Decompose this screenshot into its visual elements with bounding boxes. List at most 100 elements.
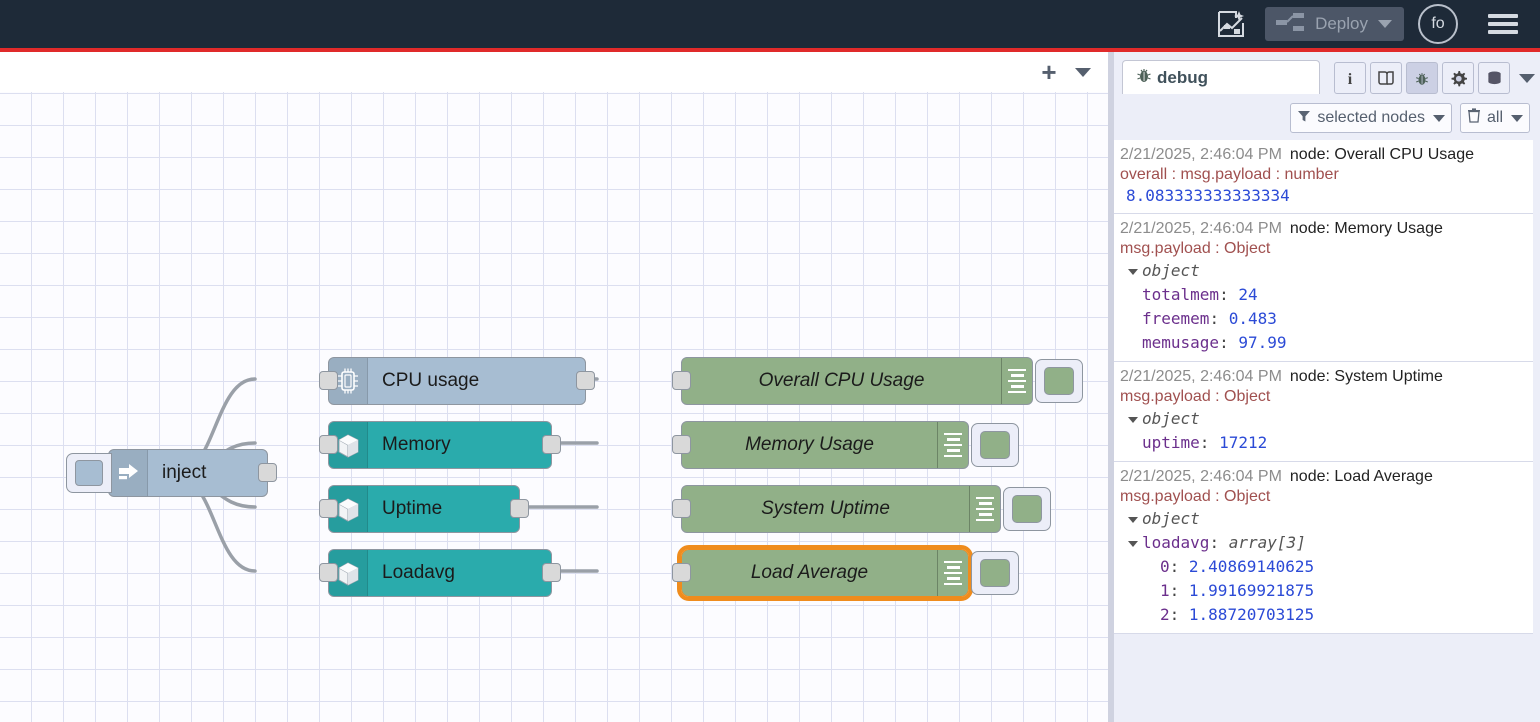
debug-toggle-button[interactable] xyxy=(1003,487,1051,531)
chevron-down-icon xyxy=(1075,68,1091,77)
hamburger-menu-icon[interactable] xyxy=(1480,0,1526,48)
node-memory[interactable]: Memory xyxy=(328,421,550,467)
debug-property-row: totalmem: 24 xyxy=(1120,283,1527,307)
property-value: 97.99 xyxy=(1238,333,1286,352)
ai-flow-sparkle-icon[interactable] xyxy=(1203,0,1259,48)
expander-icon[interactable] xyxy=(1128,269,1138,275)
sidebar-more-button[interactable] xyxy=(1514,63,1540,93)
wire-layer xyxy=(0,92,1112,722)
avatar[interactable]: fo xyxy=(1418,4,1458,44)
debug-message-header: 2/21/2025, 2:46:04 PMnode: Overall CPU U… xyxy=(1120,144,1527,165)
tab-debug[interactable]: debug xyxy=(1122,60,1320,94)
expander-icon[interactable] xyxy=(1128,517,1138,523)
node-input-port[interactable] xyxy=(319,499,338,518)
node-overall-cpu-usage[interactable]: Overall CPU Usage xyxy=(681,357,1031,403)
node-input-port[interactable] xyxy=(672,563,691,582)
node-output-port[interactable] xyxy=(510,499,529,518)
inject-trigger-button[interactable] xyxy=(66,453,112,493)
debug-message[interactable]: 2/21/2025, 2:46:04 PMnode: Memory Usagem… xyxy=(1114,214,1533,362)
node-body[interactable]: inject xyxy=(108,449,268,497)
node-input-port[interactable] xyxy=(672,435,691,454)
clear-messages-button[interactable]: all xyxy=(1460,103,1530,133)
node-body[interactable]: Memory Usage xyxy=(681,421,969,469)
debug-toggle-button[interactable] xyxy=(1035,359,1083,403)
debug-property-row: 2: 1.88720703125 xyxy=(1120,603,1527,627)
debug-scroll-gutter[interactable] xyxy=(1533,140,1540,722)
debug-message-header: 2/21/2025, 2:46:04 PM node: System Uptime xyxy=(1120,366,1527,387)
deploy-button[interactable]: Deploy xyxy=(1265,7,1404,41)
node-input-port[interactable] xyxy=(319,371,338,390)
node-output-port[interactable] xyxy=(576,371,595,390)
node-inject[interactable]: inject xyxy=(108,449,266,495)
debug-topic: msg.payload : Object xyxy=(1120,487,1527,507)
node-body[interactable]: Memory xyxy=(328,421,552,469)
app-header: Deploy fo xyxy=(0,0,1540,48)
gear-icon[interactable] xyxy=(1442,62,1474,94)
property-key: totalmem xyxy=(1142,285,1219,304)
debug-topic: msg.payload : Object xyxy=(1120,387,1527,407)
debug-timestamp: 2/21/2025, 2:46:04 PM xyxy=(1120,368,1282,385)
sidebar-panel: debug i xyxy=(1114,52,1540,722)
debug-object-root[interactable]: object xyxy=(1120,259,1527,283)
debug-toggle-button[interactable] xyxy=(971,551,1019,595)
node-input-port[interactable] xyxy=(319,563,338,582)
flow-menu-button[interactable] xyxy=(1066,55,1100,89)
node-body[interactable]: Uptime xyxy=(328,485,520,533)
debug-property-row: loadavg: array[3] xyxy=(1120,531,1527,555)
bug-icon[interactable] xyxy=(1406,62,1438,94)
node-body[interactable]: Loadavg xyxy=(328,549,552,597)
expander-icon[interactable] xyxy=(1128,541,1138,547)
node-body[interactable]: System Uptime xyxy=(681,485,1001,533)
filter-nodes-button[interactable]: selected nodes xyxy=(1290,103,1452,133)
flow-canvas[interactable]: inject CPU usageMemoryUptimeLoadavg Overal… xyxy=(0,92,1112,722)
property-key: uptime xyxy=(1142,433,1200,452)
debug-message[interactable]: 2/21/2025, 2:46:04 PMnode: Overall CPU U… xyxy=(1114,140,1533,214)
debug-property-row: memusage: 97.99 xyxy=(1120,331,1527,355)
node-uptime[interactable]: Uptime xyxy=(328,485,518,531)
node-system-uptime[interactable]: System Uptime xyxy=(681,485,999,531)
debug-source-node: node: System Uptime xyxy=(1290,368,1443,385)
node-body[interactable]: Overall CPU Usage xyxy=(681,357,1033,405)
node-body[interactable]: Load Average xyxy=(681,549,969,597)
flow-tab-bar: + xyxy=(0,52,1112,93)
node-label: System Uptime xyxy=(682,498,969,520)
node-output-port[interactable] xyxy=(258,463,277,482)
node-loadavg[interactable]: Loadavg xyxy=(328,549,550,595)
node-output-port[interactable] xyxy=(542,563,561,582)
node-input-port[interactable] xyxy=(672,499,691,518)
debug-object-root[interactable]: object xyxy=(1120,507,1527,531)
debug-object-root[interactable]: object xyxy=(1120,407,1527,431)
property-key: freemem xyxy=(1142,309,1209,328)
node-load-average[interactable]: Load Average xyxy=(681,549,967,595)
debug-message-list[interactable]: 2/21/2025, 2:46:04 PMnode: Overall CPU U… xyxy=(1114,140,1540,722)
filter-icon xyxy=(1297,109,1311,128)
debug-toggle-button[interactable] xyxy=(971,423,1019,467)
node-label: Loadavg xyxy=(368,562,551,584)
debug-property-row: 1: 1.99169921875 xyxy=(1120,579,1527,603)
property-key: 1 xyxy=(1160,581,1170,600)
debug-topic: msg.payload : Object xyxy=(1120,239,1527,259)
filter-nodes-label: selected nodes xyxy=(1317,109,1425,127)
info-icon[interactable]: i xyxy=(1334,62,1366,94)
node-cpu-usage[interactable]: CPU usage xyxy=(328,357,584,403)
debug-lines-icon xyxy=(937,422,968,468)
node-body[interactable]: CPU usage xyxy=(328,357,586,405)
context-data-icon[interactable] xyxy=(1478,62,1510,94)
add-flow-button[interactable]: + xyxy=(1032,55,1066,89)
node-label: CPU usage xyxy=(368,370,585,392)
node-output-port[interactable] xyxy=(542,435,561,454)
debug-message[interactable]: 2/21/2025, 2:46:04 PMnode: Load Averagem… xyxy=(1114,462,1533,634)
debug-property-row: freemem: 0.483 xyxy=(1120,307,1527,331)
node-memory-usage[interactable]: Memory Usage xyxy=(681,421,967,467)
debug-message-header: 2/21/2025, 2:46:04 PMnode: Load Average xyxy=(1120,466,1527,487)
node-input-port[interactable] xyxy=(672,371,691,390)
property-value: 2.40869140625 xyxy=(1189,557,1314,576)
debug-message[interactable]: 2/21/2025, 2:46:04 PM node: System Uptime… xyxy=(1114,362,1533,462)
book-icon[interactable] xyxy=(1370,62,1402,94)
expander-icon[interactable] xyxy=(1128,417,1138,423)
node-input-port[interactable] xyxy=(319,435,338,454)
debug-timestamp: 2/21/2025, 2:46:04 PM xyxy=(1120,146,1282,163)
chevron-down-icon[interactable] xyxy=(1378,20,1392,28)
debug-source-node: node: Load Average xyxy=(1290,468,1433,485)
deploy-nodes-icon xyxy=(1275,11,1305,38)
